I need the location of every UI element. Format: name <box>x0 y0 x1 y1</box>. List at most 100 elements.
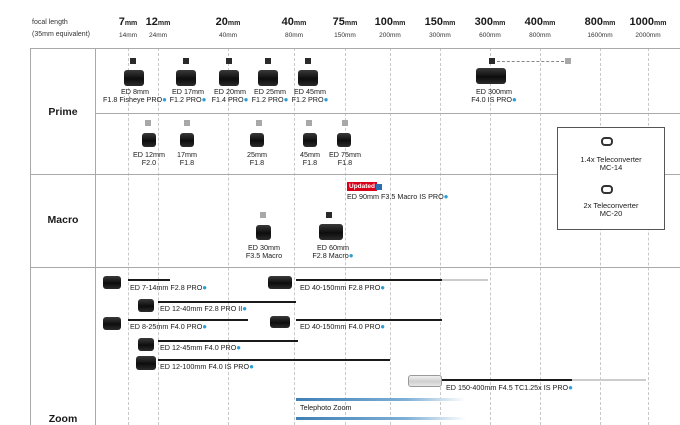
zoom-lens-label: ED 40-150mm F4.0 PRO● <box>300 322 386 331</box>
teleconverter-range-bar <box>442 279 488 281</box>
pro-square-icon <box>226 58 232 64</box>
lens-icon <box>268 276 292 289</box>
focal-length-equivalent: 14mm <box>118 32 138 39</box>
range-bar <box>296 279 442 281</box>
lens-label: ED 90mm F3.5 Macro IS PRO● <box>347 192 449 201</box>
pro-marker-icon: ● <box>380 283 386 292</box>
pro-marker-icon: ● <box>380 322 386 331</box>
focal-length-equivalent: 80mm <box>284 32 304 39</box>
section-zoom-label: Zoom <box>48 413 78 425</box>
pro-square-icon <box>265 58 271 64</box>
focal-length-value: 800mm <box>584 16 616 28</box>
focal-length-value: 1000mm <box>629 16 667 28</box>
teleconverter-square-icon <box>565 58 571 64</box>
telephoto-zoom-band <box>296 398 466 401</box>
focal-length-value: 12mm <box>145 16 171 28</box>
lens-icon <box>250 133 264 147</box>
equivalent-label: (35mm equivalent) <box>32 31 90 38</box>
gray-square-icon <box>260 212 266 218</box>
lens-icon <box>180 133 194 147</box>
silver-telephoto-lens-icon <box>408 375 442 387</box>
prime-top-border <box>30 48 680 49</box>
gray-square-icon <box>306 120 312 126</box>
pro-marker-icon: ● <box>162 95 167 105</box>
focal-length-value: 300mm <box>474 16 506 28</box>
focal-length-equivalent: 200mm <box>379 32 401 39</box>
focal-length-guide-line <box>540 48 541 425</box>
pro-marker-icon: ● <box>283 95 289 105</box>
lens-icon <box>136 356 156 370</box>
lens-icon <box>103 276 121 289</box>
pro-square-icon <box>183 58 189 64</box>
zoom-lens-label: ED 150-400mm F4.5 TC1.25x IS PRO● <box>446 383 573 392</box>
section-divider <box>95 48 96 425</box>
lens-icon <box>298 70 318 86</box>
pro-marker-icon: ● <box>236 343 242 352</box>
gray-square-icon <box>256 120 262 126</box>
focal-length-guide-line <box>648 48 649 425</box>
focal-length-label: focal length <box>32 19 68 26</box>
pro-marker-icon: ● <box>202 283 208 292</box>
range-bar <box>158 359 390 361</box>
lens-icon <box>124 70 144 86</box>
focal-length-equivalent: 150mm <box>334 32 356 39</box>
focal-length-equivalent: 24mm <box>148 32 168 39</box>
pro-square-icon <box>130 58 136 64</box>
macro-top-border <box>30 174 680 175</box>
focal-length-guide-line <box>490 48 491 425</box>
pro-marker-icon: ● <box>348 251 354 261</box>
gray-square-icon <box>145 120 151 126</box>
zoom-lens-label: ED 40-150mm F2.8 PRO● <box>300 283 386 292</box>
pro-marker-icon: ● <box>249 362 254 371</box>
range-bar <box>442 379 572 381</box>
zoom-lens-label: ED 8-25mm F4.0 PRO● <box>130 322 208 331</box>
range-bar <box>128 319 248 321</box>
zoom-lens-label: ED 12-40mm F2.8 PRO II● <box>160 304 248 313</box>
focal-length-equivalent: 40mm <box>218 32 238 39</box>
teleconverter-range-bar <box>572 379 646 381</box>
pro-marker-icon: ● <box>443 192 449 201</box>
lens-icon <box>138 299 154 312</box>
teleconverter-icon <box>601 185 613 194</box>
telephoto-zoom-band <box>296 417 466 420</box>
pro-square-icon <box>305 58 311 64</box>
focal-length-value: 20mm <box>215 16 241 28</box>
zoom-lens-label: ED 12-45mm F4.0 PRO● <box>160 343 242 352</box>
zoom-lens-label: ED 7-14mm F2.8 PRO● <box>130 283 208 292</box>
focal-length-equivalent: 2000mm <box>635 32 661 39</box>
focal-length-value: 400mm <box>524 16 556 28</box>
pro-marker-icon: ● <box>242 304 248 313</box>
pro-marker-icon: ● <box>511 95 517 105</box>
focal-length-equivalent: 800mm <box>529 32 551 39</box>
focal-length-guide-line <box>390 48 391 425</box>
focal-length-guide-line <box>294 48 295 425</box>
updated-badge: Updated <box>347 182 377 191</box>
pro-square-icon <box>489 58 495 64</box>
focal-length-guide-line <box>440 48 441 425</box>
range-bar <box>158 340 298 342</box>
lens-icon <box>176 70 196 86</box>
focal-length-equivalent: 600mm <box>479 32 501 39</box>
focal-length-value: 40mm <box>281 16 307 28</box>
focal-length-value: 7mm <box>118 16 138 28</box>
focal-length-guide-line <box>345 48 346 425</box>
focal-length-guide-line <box>128 48 129 425</box>
pro-marker-icon: ● <box>243 95 249 105</box>
lens-icon <box>270 316 290 328</box>
zoom-top-border <box>30 267 680 268</box>
range-bar <box>128 279 170 281</box>
prime-inner-divider <box>95 113 680 114</box>
lens-icon <box>103 317 121 330</box>
zoom-lens-label: ED 12-100mm F4.0 IS PRO● <box>160 362 254 371</box>
